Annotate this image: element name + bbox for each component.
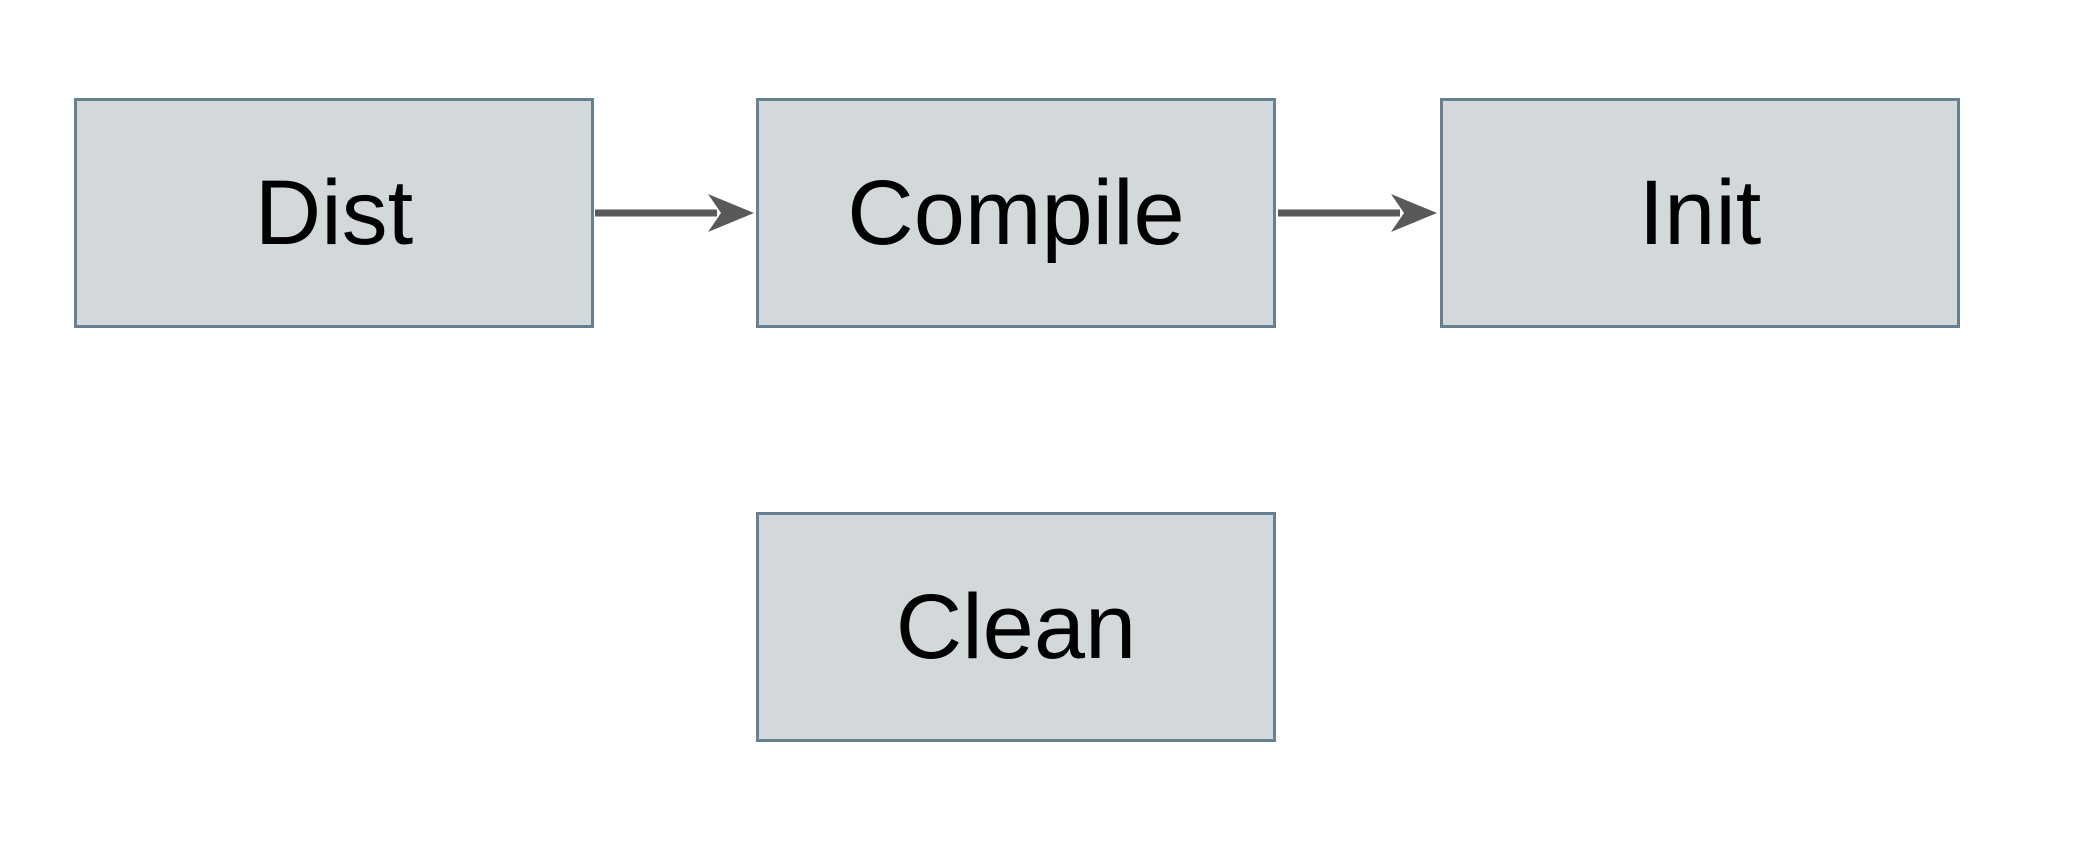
arrow-compile-to-init-icon (1278, 193, 1440, 233)
node-init-label: Init (1638, 162, 1762, 264)
node-dist-label: Dist (254, 162, 414, 264)
node-init: Init (1440, 98, 1960, 328)
node-compile: Compile (756, 98, 1276, 328)
arrow-dist-to-compile-icon (595, 193, 757, 233)
node-compile-label: Compile (847, 162, 1185, 264)
node-clean: Clean (756, 512, 1276, 742)
node-clean-label: Clean (895, 576, 1137, 678)
node-dist: Dist (74, 98, 594, 328)
